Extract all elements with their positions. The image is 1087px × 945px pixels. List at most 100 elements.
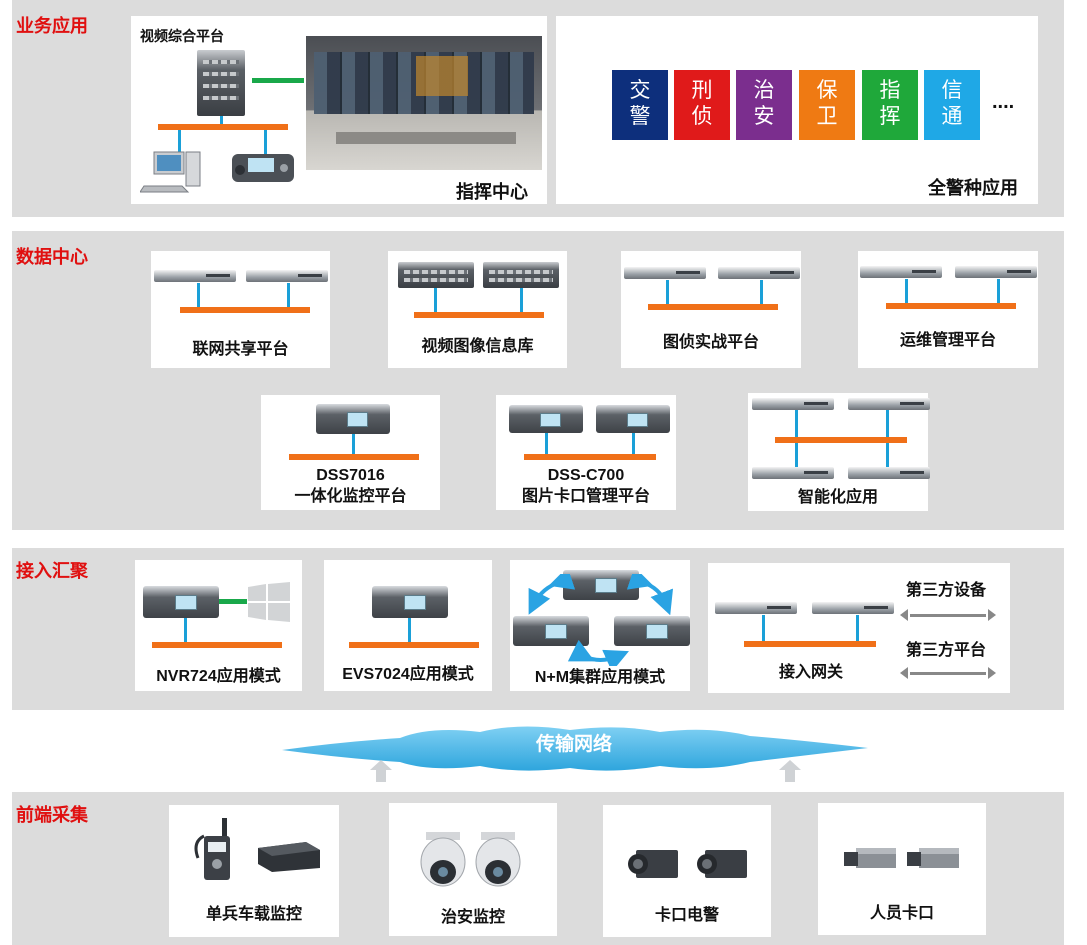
bullet-camera-icon	[907, 848, 959, 868]
body-camera-icon	[194, 818, 230, 880]
link	[905, 279, 908, 303]
dc-card-caption-line2: 一体化监控平台	[294, 488, 407, 505]
dc-card-caption: 视频图像信息库	[421, 338, 534, 355]
link	[520, 288, 523, 314]
dss7016-device-icon	[316, 404, 390, 434]
dssc700-device-icon	[596, 405, 670, 433]
server-icon	[860, 266, 942, 278]
datacenter-layer-title: 数据中心	[16, 247, 88, 267]
bus	[648, 304, 778, 310]
fe-card-caption: 人员卡口	[869, 905, 934, 922]
police-app-tile: 指 挥	[862, 70, 918, 140]
server-icon	[246, 270, 328, 282]
server-icon	[848, 398, 930, 410]
third-party-device-label: 第三方设备	[906, 582, 987, 599]
link	[545, 433, 548, 455]
bus	[775, 437, 907, 443]
nvr-device-icon	[143, 586, 219, 618]
third-party-platform-label: 第三方平台	[906, 642, 987, 659]
link	[666, 280, 669, 304]
frontend-layer-title: 前端采集	[16, 805, 88, 825]
dome-camera-icon	[420, 832, 466, 887]
failover-arrows-icon	[528, 574, 674, 666]
network-label: 传输网络	[536, 734, 613, 755]
vehicle-recorder-icon	[258, 842, 320, 872]
dc-card-caption: 智能化应用	[797, 489, 878, 506]
access-card-caption: 接入网关	[778, 664, 843, 681]
bus	[524, 454, 656, 460]
bus	[744, 641, 876, 647]
box-camera-icon	[697, 850, 747, 878]
dc-card-caption-line1: DSS7016	[316, 467, 385, 484]
bullet-camera-icon	[844, 848, 896, 868]
access-layer-title: 接入汇聚	[16, 561, 88, 581]
third-party-device-arrow	[900, 609, 996, 621]
link	[197, 283, 200, 307]
dc-card-caption: 运维管理平台	[899, 332, 996, 349]
link	[760, 280, 763, 304]
server-icon	[752, 467, 834, 479]
business-layer-title: 业务应用	[16, 16, 88, 36]
green-link	[219, 599, 247, 604]
green-link	[252, 78, 304, 83]
command-center-caption: 指挥中心	[456, 182, 528, 202]
access-card-caption: N+M集群应用模式	[534, 669, 666, 686]
link	[408, 618, 411, 642]
server-icon	[848, 467, 930, 479]
keyboard-link	[264, 130, 267, 154]
storage-icon	[483, 262, 559, 288]
link	[997, 279, 1000, 303]
police-app-tile: 保 卫	[799, 70, 855, 140]
uplink-arrow-icon	[370, 760, 392, 782]
fe-card-caption: 卡口电警	[654, 907, 719, 924]
cluster-device-icon	[563, 570, 639, 600]
fe-card-public-security	[389, 803, 557, 936]
dc-card-caption: 联网共享平台	[192, 341, 289, 358]
bus	[414, 312, 544, 318]
dc-card-intelligent	[748, 393, 928, 511]
third-party-platform-arrow	[900, 667, 996, 679]
police-app-tile: 刑 侦	[674, 70, 730, 140]
control-keyboard-icon	[232, 154, 294, 182]
dc-card-caption: 图侦实战平台	[662, 334, 759, 351]
server-icon	[624, 267, 706, 279]
storage-icon	[398, 262, 474, 288]
video-platform-label: 视频综合平台	[140, 28, 224, 44]
fe-card-body-vehicle	[169, 805, 339, 937]
access-card-caption: NVR724应用模式	[156, 668, 281, 685]
server-icon	[154, 270, 236, 282]
link	[287, 283, 290, 307]
bus	[886, 303, 1016, 309]
bus	[289, 454, 419, 460]
police-app-tile: 信 通	[924, 70, 980, 140]
access-card-nvr724	[135, 560, 302, 691]
apps-more: ....	[992, 91, 1015, 113]
bus	[349, 642, 479, 648]
server-icon	[955, 266, 1037, 278]
fe-card-caption: 单兵车载监控	[205, 906, 302, 923]
police-app-tile: 治 安	[736, 70, 792, 140]
link	[184, 618, 187, 642]
windows-logo-icon	[248, 582, 290, 622]
network-cloud	[282, 726, 868, 771]
bus	[180, 307, 310, 313]
command-bus	[158, 124, 288, 130]
police-app-tile: 交 警	[612, 70, 668, 140]
platform-uplink	[220, 116, 223, 126]
fe-card-caption: 治安监控	[440, 909, 505, 926]
platform-chassis-icon	[197, 50, 245, 116]
evs-device-icon	[372, 586, 448, 618]
desktop-pc-icon	[140, 151, 201, 193]
link	[856, 615, 859, 641]
bus	[152, 642, 282, 648]
link	[434, 288, 437, 314]
video-wall-image	[306, 36, 542, 170]
uplink-arrow-icon	[779, 760, 801, 782]
dome-camera-icon	[475, 832, 521, 887]
apps-caption: 全警种应用	[928, 178, 1018, 198]
box-camera-icon	[628, 850, 678, 878]
dc-card-caption-line2: 图片卡口管理平台	[521, 488, 650, 505]
server-icon	[752, 398, 834, 410]
gateway-server-icon	[812, 602, 894, 614]
access-card-gateway	[708, 563, 1010, 693]
